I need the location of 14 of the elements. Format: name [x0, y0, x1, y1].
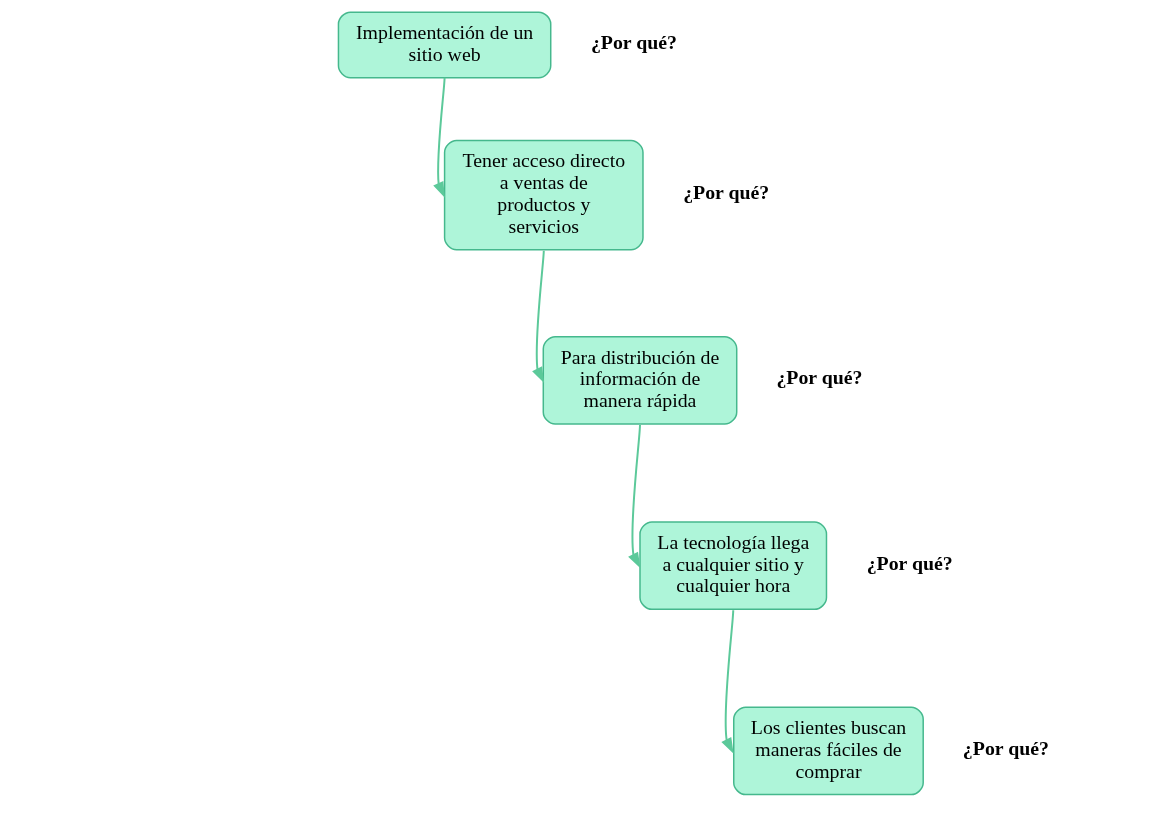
node-label: ¿Por qué? [590, 30, 677, 53]
node-label: ¿Por qué? [962, 736, 1049, 759]
arrow [720, 609, 734, 754]
node-box: Los clientes buscan maneras fáciles de comprar [732, 706, 924, 796]
node-box: Tener acceso directo a ventas de productos y servicios [443, 139, 644, 251]
arrow [432, 76, 446, 198]
node-label: ¿Por qué? [866, 551, 953, 574]
node-box: Implementación de un sitio web [337, 11, 551, 79]
node-box: La tecnología llega a cualquier sitio y cualquier hora [638, 521, 827, 611]
arrow [531, 249, 545, 384]
node-box: Para distribución de información de manera rápida [542, 336, 737, 425]
node-label: ¿Por qué? [682, 181, 769, 204]
node-label: ¿Por qué? [775, 366, 862, 389]
arrow [627, 424, 641, 569]
